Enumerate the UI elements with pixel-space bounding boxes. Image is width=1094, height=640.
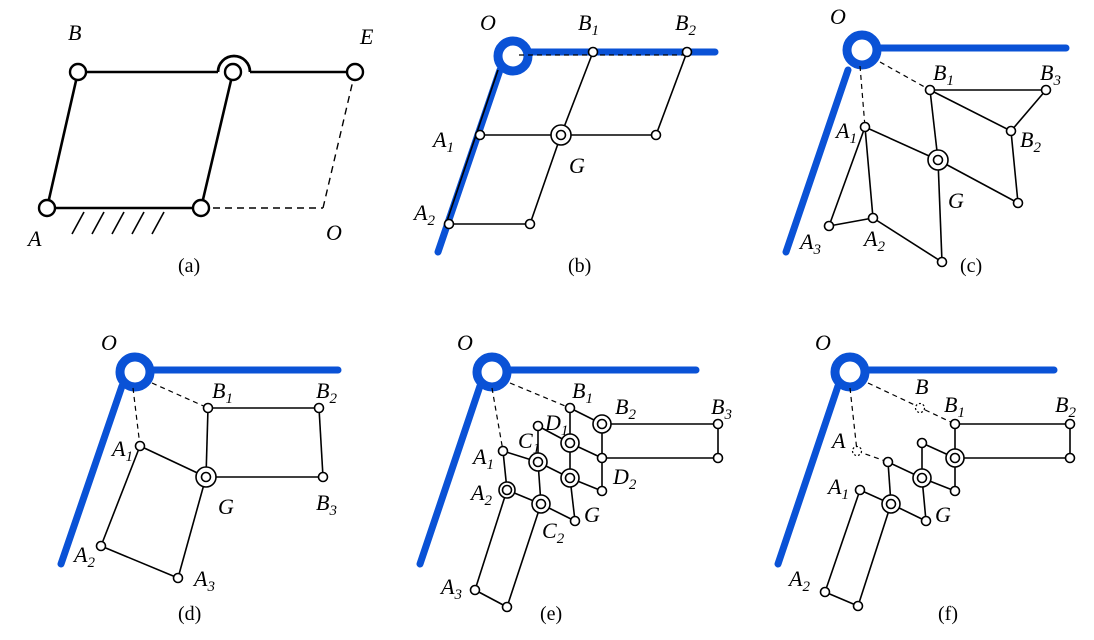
label-a-A: A xyxy=(26,226,42,251)
label-e-B1: B1 xyxy=(572,378,593,407)
label-e-D2: D2 xyxy=(612,464,637,493)
label-d-A1: A1 xyxy=(110,436,133,465)
label-c-A3: A3 xyxy=(798,229,821,258)
label-b-A1: A1 xyxy=(431,127,454,156)
label-d-B3: B3 xyxy=(316,490,337,519)
label-b-G: G xyxy=(569,153,585,178)
caption-b: (b) xyxy=(568,255,591,277)
label-d-A2: A2 xyxy=(72,542,95,571)
label-d-A3: A3 xyxy=(192,566,215,595)
caption-f: (f) xyxy=(938,603,958,625)
label-f-B2: B2 xyxy=(1055,392,1076,421)
label-f-A: A xyxy=(830,428,846,453)
label-f-G: G xyxy=(935,502,951,527)
label-d-G: G xyxy=(218,494,234,519)
label-f-A1: A1 xyxy=(826,474,849,503)
label-a-O: O xyxy=(326,220,342,245)
caption-e: (e) xyxy=(540,603,562,625)
label-b-B1: B1 xyxy=(578,10,599,39)
panel-d xyxy=(57,352,342,584)
label-c-O: O xyxy=(830,4,846,29)
label-e-A2: A2 xyxy=(469,480,492,509)
label-c-G: G xyxy=(948,188,964,213)
panel-b xyxy=(434,36,719,256)
caption-c: (c) xyxy=(960,255,982,277)
label-c-B1: B1 xyxy=(933,60,954,89)
label-e-C1: C1 xyxy=(518,428,540,457)
label-c-B3: B3 xyxy=(1040,60,1061,89)
caption-a: (a) xyxy=(178,255,200,277)
panel-a xyxy=(37,54,365,235)
label-c-A2: A2 xyxy=(862,226,885,255)
label-e-A3: A3 xyxy=(439,574,462,603)
label-e-D1: D1 xyxy=(544,410,568,439)
label-b-O: O xyxy=(480,10,496,35)
panel-f xyxy=(774,352,1076,612)
label-e-C2: C2 xyxy=(542,518,565,547)
label-d-O: O xyxy=(101,330,117,355)
label-e-B3: B3 xyxy=(711,394,732,423)
label-f-O: O xyxy=(815,330,831,355)
label-e-B2: B2 xyxy=(615,394,636,423)
label-d-B1: B1 xyxy=(212,378,233,407)
label-f-B1: B1 xyxy=(944,392,965,421)
label-d-B2: B2 xyxy=(316,378,337,407)
label-e-A1: A1 xyxy=(471,444,494,473)
label-e-G: G xyxy=(584,502,600,527)
panel-e xyxy=(416,352,724,613)
label-b-B2: B2 xyxy=(675,10,696,39)
label-c-A1: A1 xyxy=(834,118,857,147)
label-e-O: O xyxy=(457,330,473,355)
label-b-A2: A2 xyxy=(412,200,435,229)
label-f-B: B xyxy=(915,374,928,399)
panel-c xyxy=(782,30,1070,268)
caption-d: (d) xyxy=(178,603,201,625)
label-a-B: B xyxy=(68,20,81,45)
label-f-A2: A2 xyxy=(787,566,810,595)
label-a-E: E xyxy=(359,24,374,49)
label-c-B2: B2 xyxy=(1020,127,1041,156)
